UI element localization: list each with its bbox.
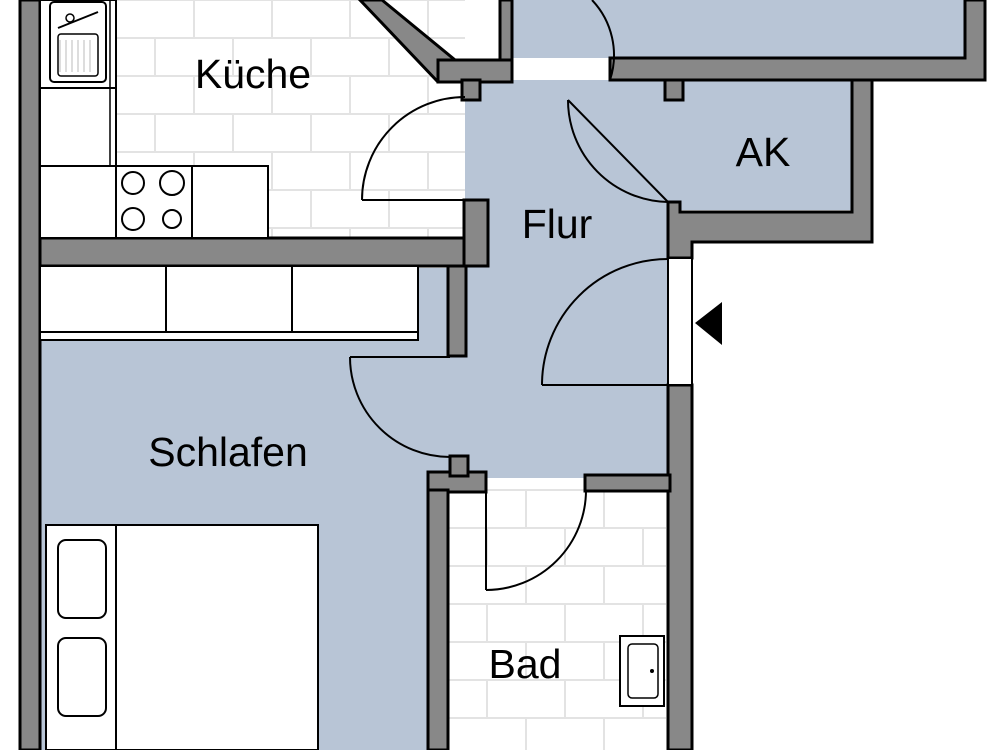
entrance-arrow-icon (695, 302, 722, 345)
door-top-right (591, 0, 615, 81)
wall-schlafen-upper (446, 264, 468, 358)
label-schlafen: Schlafen (148, 429, 308, 475)
label-flur: Flur (522, 201, 593, 247)
washbasin-icon (619, 635, 665, 707)
wall-stub-b (663, 78, 685, 102)
wall-stub-a (460, 78, 482, 102)
wall-top-center (498, 0, 514, 62)
bad-tiles (447, 489, 666, 750)
entrance-opening (667, 257, 693, 386)
door-schlafen (349, 356, 451, 458)
wall-bad-left (426, 488, 450, 750)
floor-ak (680, 80, 852, 210)
floor-top-right-room (510, 0, 965, 58)
door-ak (567, 99, 669, 203)
wall-kitchen-bottom (38, 236, 490, 268)
doors (349, 0, 669, 591)
stove-icon (121, 170, 185, 231)
floor-flur (460, 80, 680, 478)
label-bad: Bad (489, 641, 562, 687)
label-ak: AK (736, 129, 791, 175)
door-entrance (541, 258, 669, 386)
wall-left (18, 0, 42, 750)
wall-bad-top-right (583, 473, 672, 493)
wall-stub-c (448, 454, 470, 478)
wall-entrance-lower (666, 383, 694, 750)
wall-kitchen-door-jamb (462, 198, 490, 268)
wardrobe (39, 265, 419, 341)
door-kueche (361, 96, 466, 201)
sink-icon (49, 1, 107, 83)
bed-icon (45, 524, 319, 750)
door-bad (485, 489, 587, 591)
label-kueche: Küche (195, 51, 311, 97)
